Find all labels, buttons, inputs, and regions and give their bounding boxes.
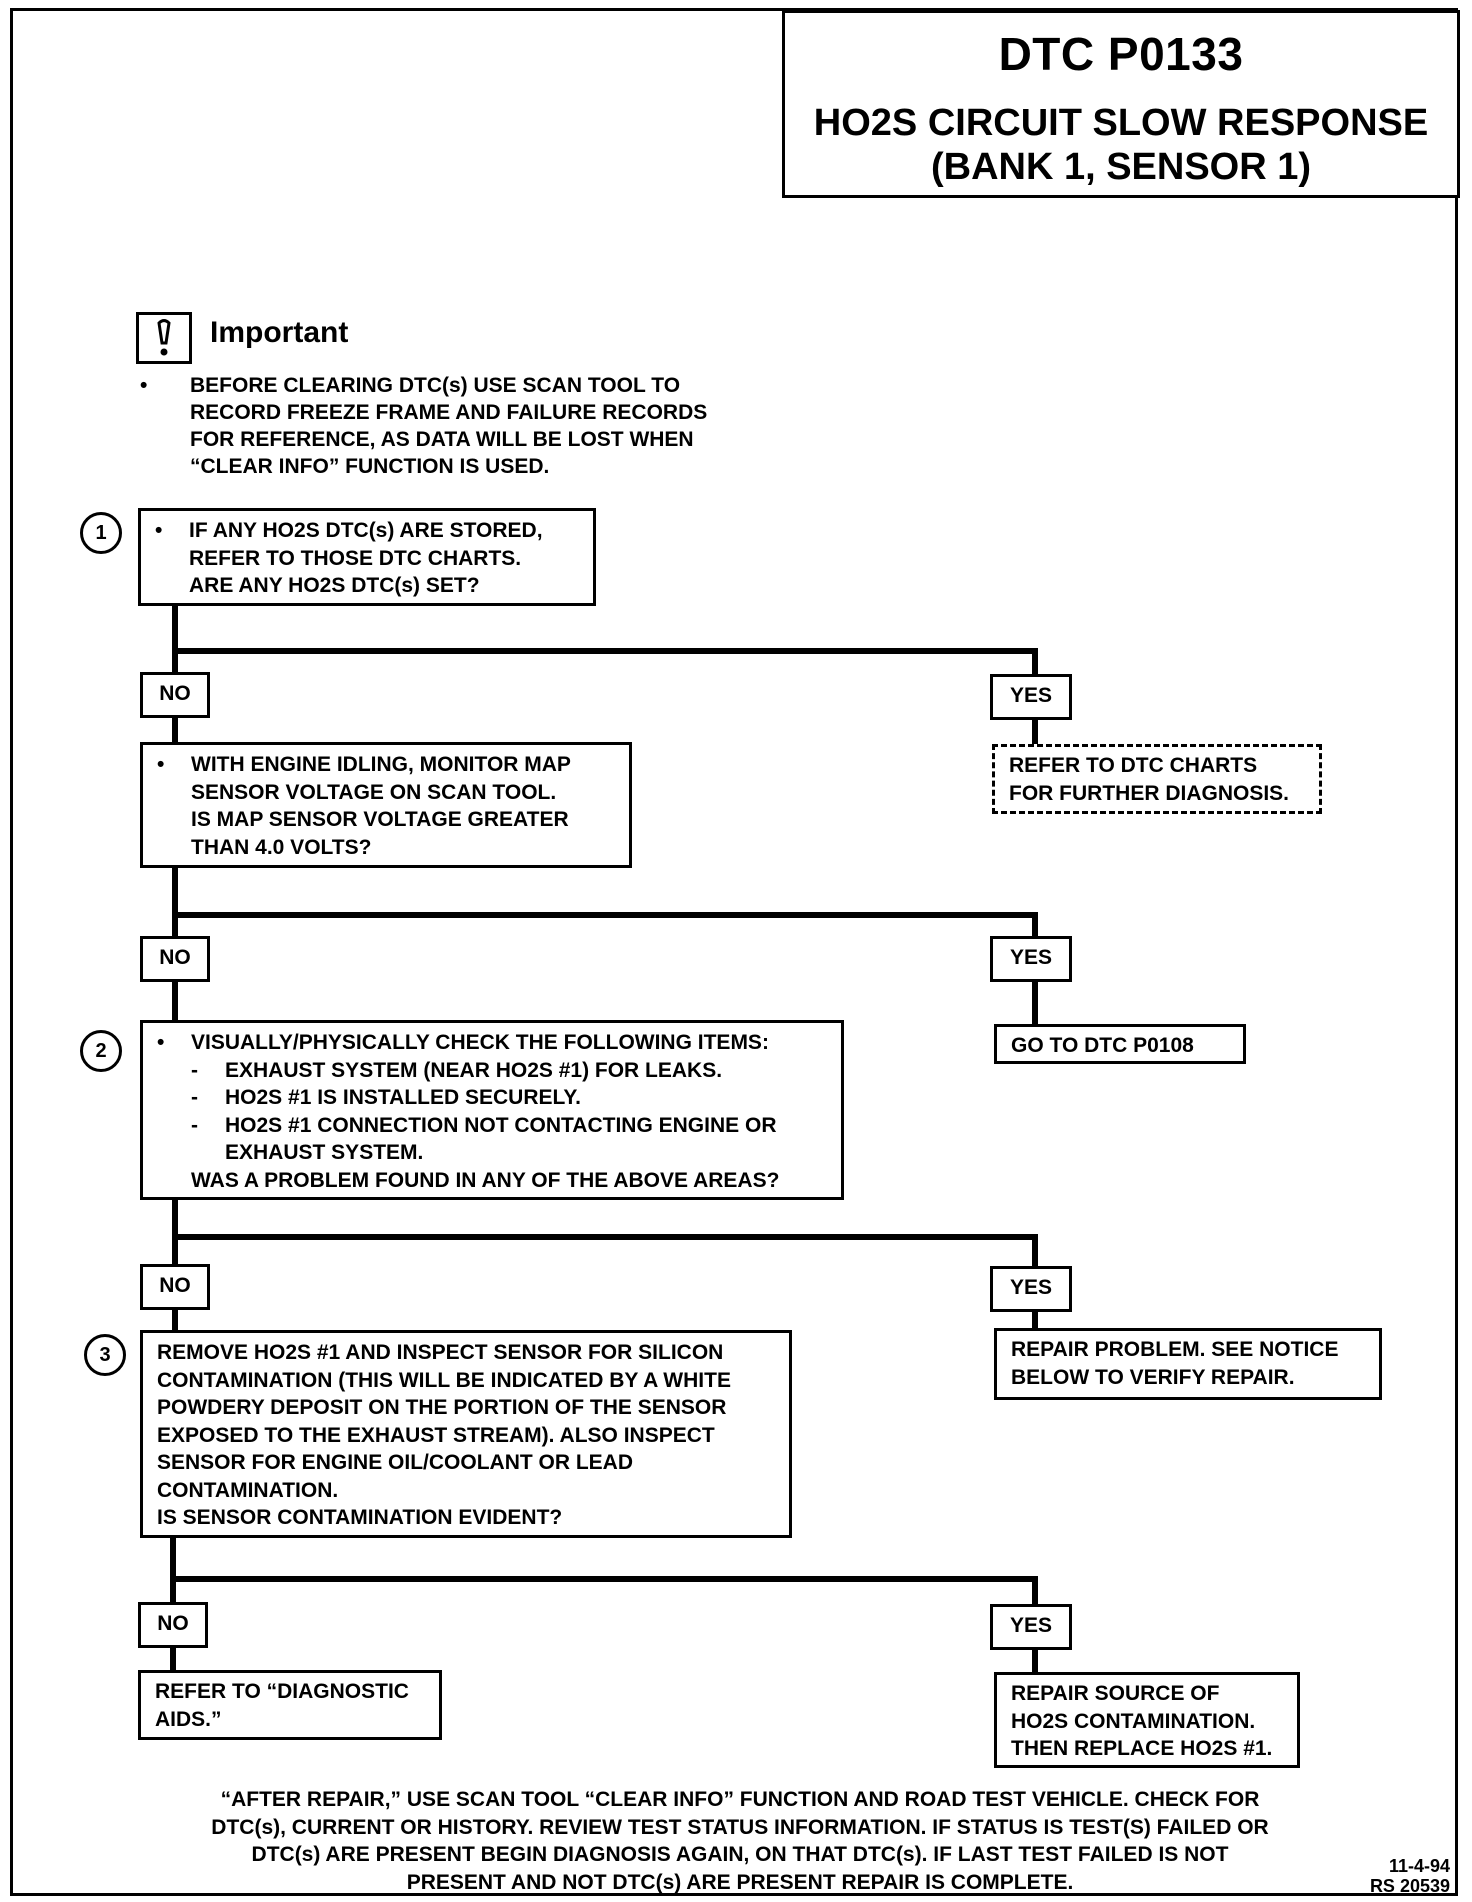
connector [1032, 1234, 1038, 1266]
step-1-marker: 1 [80, 512, 122, 554]
decision-2-line-3: IS MAP SENSOR VOLTAGE GREATER [191, 808, 569, 831]
important-text: • BEFORE CLEARING DTC(s) USE SCAN TOOL TO… [140, 372, 760, 480]
connector [172, 1234, 1038, 1240]
important-title: Important [210, 316, 349, 349]
decision-box-4: REMOVE HO2S #1 AND INSPECT SENSOR FOR SI… [140, 1330, 792, 1538]
no-label: NO [138, 1602, 208, 1648]
stamp-date: 11-4-94 [1388, 1856, 1450, 1876]
result-3-line-1: REPAIR PROBLEM. SEE NOTICE [1011, 1338, 1339, 1361]
connector [172, 1198, 178, 1266]
connector [170, 1648, 176, 1672]
connector [170, 1576, 1038, 1582]
decision-box-2: •WITH ENGINE IDLING, MONITOR MAP SENSOR … [140, 742, 632, 868]
decision-4-line-3: POWDERY DEPOSIT ON THE PORTION OF THE SE… [157, 1396, 727, 1419]
decision-4-line-6: CONTAMINATION. [157, 1478, 339, 1502]
connector [1032, 648, 1038, 674]
result-1-line-1: REFER TO DTC CHARTS [1009, 754, 1258, 777]
step-2-marker: 2 [80, 1030, 122, 1072]
no-label: NO [140, 936, 210, 982]
yes-label: YES [990, 936, 1072, 982]
important-bullet: • [140, 374, 148, 397]
decision-3-intro: VISUALLY/PHYSICALLY CHECK THE FOLLOWING … [191, 1031, 769, 1054]
page-frame [10, 8, 1458, 1896]
decision-3-question: WAS A PROBLEM FOUND IN ANY OF THE ABOVE … [191, 1168, 780, 1192]
decision-2-line-2: SENSOR VOLTAGE ON SCAN TOOL. [191, 780, 557, 804]
title-block: DTC P0133 HO2S CIRCUIT SLOW RESPONSE (BA… [782, 10, 1460, 198]
footer-line-3: DTC(s) ARE PRESENT BEGIN DIAGNOSIS AGAIN… [251, 1843, 1229, 1866]
result-4-no-line-2: AIDS.” [155, 1707, 222, 1731]
yes-label: YES [990, 1604, 1072, 1650]
connector [172, 648, 1038, 654]
result-box-diagnostic-aids: REFER TO “DIAGNOSTIC AIDS.” [138, 1670, 442, 1740]
decision-1-line-3: ARE ANY HO2S DTC(s) SET? [189, 574, 480, 597]
important-line-3: FOR REFERENCE, AS DATA WILL BE LOST WHEN [190, 428, 694, 451]
connector [172, 912, 1038, 918]
decision-2-line-4: THAN 4.0 VOLTS? [191, 835, 372, 859]
connector [1032, 980, 1038, 1026]
decision-box-3: •VISUALLY/PHYSICALLY CHECK THE FOLLOWING… [140, 1020, 844, 1200]
dtc-code: DTC P0133 [998, 28, 1244, 80]
decision-3-item-4: EXHAUST SYSTEM. [225, 1141, 424, 1164]
decision-box-1: •IF ANY HO2S DTC(s) ARE STORED, REFER TO… [138, 508, 596, 606]
decision-4-line-2: CONTAMINATION (THIS WILL BE INDICATED BY… [157, 1368, 731, 1392]
dtc-title-line-2: (BANK 1, SENSOR 1) [930, 146, 1312, 188]
decision-1-line-1: IF ANY HO2S DTC(s) ARE STORED, [189, 519, 543, 542]
footer-line-2: DTC(s), CURRENT OR HISTORY. REVIEW TEST … [211, 1815, 1269, 1839]
yes-label: YES [990, 1266, 1072, 1312]
result-4-yes-line-3: THEN REPLACE HO2S #1. [1011, 1737, 1273, 1760]
result-4-yes-line-2: HO2S CONTAMINATION. [1011, 1709, 1256, 1733]
footer-line-1: “AFTER REPAIR,” USE SCAN TOOL “CLEAR INF… [220, 1788, 1260, 1811]
result-box-repair-contamination: REPAIR SOURCE OF HO2S CONTAMINATION. THE… [994, 1672, 1300, 1768]
footer-line-4: PRESENT AND NOT DTC(s) ARE PRESENT REPAI… [406, 1870, 1074, 1894]
document-stamp: 11-4-94 RS 20539 [1340, 1856, 1450, 1896]
connector [1032, 1308, 1038, 1330]
dtc-title: HO2S CIRCUIT SLOW RESPONSE (BANK 1, SENS… [785, 101, 1457, 189]
result-box-repair-problem: REPAIR PROBLEM. SEE NOTICE BELOW TO VERI… [994, 1328, 1382, 1400]
connector [1032, 912, 1038, 938]
decision-3-item-2: HO2S #1 IS INSTALLED SECURELY. [225, 1086, 581, 1109]
connector [172, 866, 178, 938]
result-2-text: GO TO DTC P0108 [1011, 1034, 1194, 1057]
connector [172, 1308, 178, 1330]
no-label: NO [140, 1264, 210, 1310]
result-box-refer-dtc-charts: REFER TO DTC CHARTS FOR FURTHER DIAGNOSI… [992, 744, 1322, 814]
result-3-line-2: BELOW TO VERIFY REPAIR. [1011, 1365, 1295, 1389]
connector [1032, 718, 1038, 744]
dtc-title-line-1: HO2S CIRCUIT SLOW RESPONSE [813, 102, 1429, 144]
decision-4-line-4: EXPOSED TO THE EXHAUST STREAM). ALSO INS… [157, 1423, 715, 1447]
decision-4-line-1: REMOVE HO2S #1 AND INSPECT SENSOR FOR SI… [157, 1341, 724, 1364]
result-4-no-line-1: REFER TO “DIAGNOSTIC [155, 1680, 409, 1703]
decision-3-item-1: EXHAUST SYSTEM (NEAR HO2S #1) FOR LEAKS. [225, 1058, 723, 1082]
connector [170, 1530, 176, 1604]
stamp-ref: RS 20539 [1369, 1876, 1450, 1896]
decision-4-line-5: SENSOR FOR ENGINE OIL/COOLANT OR LEAD [157, 1451, 634, 1474]
connector [172, 716, 178, 744]
connector [172, 606, 178, 672]
connector [1032, 1650, 1038, 1674]
step-3-marker: 3 [84, 1334, 126, 1376]
result-box-go-to-p0108: GO TO DTC P0108 [994, 1024, 1246, 1064]
important-icon [136, 312, 192, 364]
result-4-yes-line-1: REPAIR SOURCE OF [1011, 1682, 1220, 1705]
important-line-4: “CLEAR INFO” FUNCTION IS USED. [190, 455, 550, 478]
connector [172, 980, 178, 1022]
decision-2-line-1: WITH ENGINE IDLING, MONITOR MAP [191, 753, 571, 776]
decision-1-line-2: REFER TO THOSE DTC CHARTS. [189, 546, 522, 570]
no-label: NO [140, 672, 210, 718]
important-line-2: RECORD FREEZE FRAME AND FAILURE RECORDS [190, 401, 708, 424]
after-repair-notice: “AFTER REPAIR,” USE SCAN TOOL “CLEAR INF… [140, 1786, 1340, 1896]
result-1-line-2: FOR FURTHER DIAGNOSIS. [1009, 781, 1290, 805]
decision-3-item-3: HO2S #1 CONNECTION NOT CONTACTING ENGINE… [225, 1113, 777, 1137]
yes-label: YES [990, 674, 1072, 720]
connector [1032, 1576, 1038, 1606]
important-line-1: BEFORE CLEARING DTC(s) USE SCAN TOOL TO [190, 374, 681, 397]
decision-4-line-7: IS SENSOR CONTAMINATION EVIDENT? [157, 1506, 563, 1529]
